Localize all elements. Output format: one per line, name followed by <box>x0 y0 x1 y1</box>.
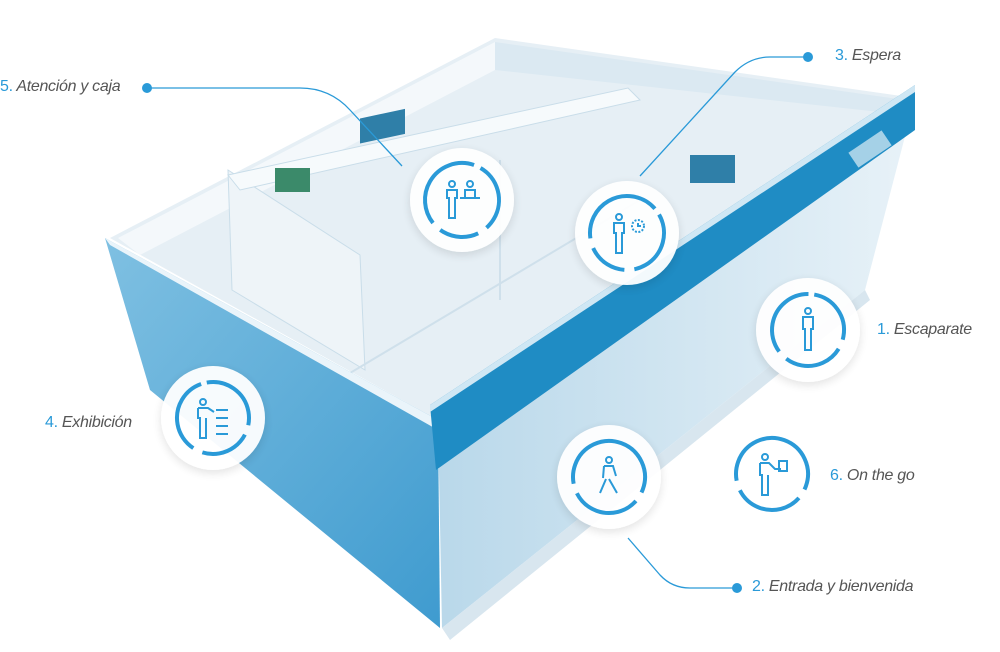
zone-name: On the go <box>846 467 915 484</box>
back-wall-right <box>495 42 905 112</box>
zone-5-badge[interactable] <box>410 148 514 252</box>
partition-wall <box>227 169 366 371</box>
zone-6-badge[interactable] <box>726 428 818 520</box>
zone-4-badge[interactable] <box>161 366 265 470</box>
zone-number: 4 <box>45 414 54 431</box>
screen <box>275 168 310 192</box>
zone-number: 5 <box>0 78 9 95</box>
zone-4-label[interactable]: 4. Exhibición <box>45 414 132 432</box>
zone-name: Escaparate <box>893 321 972 338</box>
front-facade <box>438 98 915 628</box>
zone-name: Entrada y bienvenida <box>768 578 914 595</box>
person-clock-icon <box>613 213 645 254</box>
zone-name: Espera <box>851 47 901 64</box>
person-at-counter-icon <box>446 180 480 219</box>
zone-name: Atención y caja <box>16 78 121 95</box>
standing-person-icon <box>802 307 814 351</box>
separator: . <box>838 467 843 484</box>
zone-name: Exhibición <box>61 414 132 431</box>
wall-top <box>105 238 438 430</box>
left-outer-wall <box>105 238 440 628</box>
leader-lines <box>147 56 808 589</box>
partition-wall-center <box>227 87 641 191</box>
facade-sign-band <box>430 85 915 470</box>
screen <box>690 155 735 183</box>
screen <box>360 108 405 144</box>
walking-person-icon <box>599 456 618 494</box>
zone-1-badge[interactable] <box>756 278 860 382</box>
zone-2-badge[interactable] <box>557 425 661 529</box>
zone-1-label[interactable]: 1. Escaparate <box>877 321 972 339</box>
zone-3-label[interactable]: 3. Espera <box>835 47 901 65</box>
zone-6-label[interactable]: 6. On the go <box>830 467 915 485</box>
person-with-tablet-icon <box>759 453 788 496</box>
zone-number: 3 <box>835 47 844 64</box>
back-wall-left <box>118 42 495 255</box>
separator: . <box>53 414 58 431</box>
zone-2-label[interactable]: 2. Entrada y bienvenida <box>752 578 914 596</box>
leader-dots <box>142 52 813 593</box>
zone-5-label[interactable]: 5. Atención y caja <box>0 78 121 96</box>
zone-number: 2 <box>752 578 761 595</box>
person-presenting-list-icon <box>197 398 228 439</box>
separator: . <box>885 321 890 338</box>
brand-logo <box>848 130 892 168</box>
separator: . <box>8 78 13 95</box>
zone-number: 1 <box>877 321 886 338</box>
zone-3-badge[interactable] <box>575 181 679 285</box>
separator: . <box>843 47 848 64</box>
separator: . <box>760 578 765 595</box>
zone-number: 6 <box>830 467 839 484</box>
